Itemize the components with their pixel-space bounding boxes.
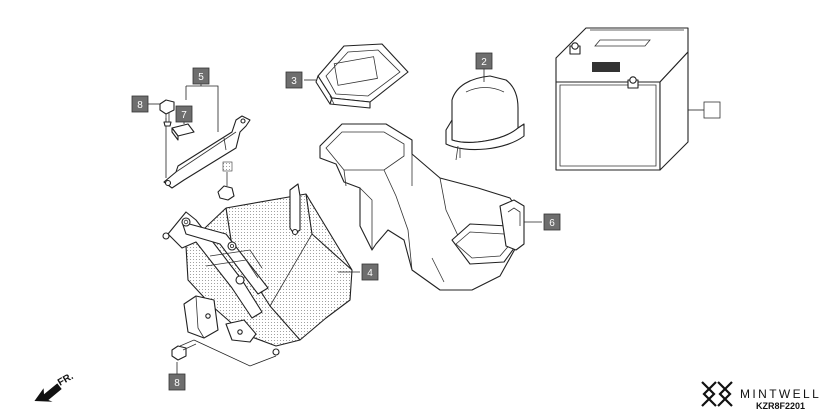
battery bbox=[555, 27, 689, 171]
callout-4[interactable]: 4 bbox=[361, 263, 379, 281]
svg-text:3: 3 bbox=[291, 76, 297, 87]
battery-holder bbox=[319, 123, 525, 291]
brand-logo: MINTWELL bbox=[701, 381, 821, 407]
battery-stay bbox=[163, 115, 251, 189]
front-direction-arrow: FR. bbox=[34, 371, 76, 402]
callout-3[interactable]: 3 bbox=[285, 71, 303, 89]
callout-battery[interactable] bbox=[703, 101, 721, 119]
svg-text:5: 5 bbox=[198, 72, 204, 83]
svg-text:FR.: FR. bbox=[56, 371, 76, 389]
diagram-code: KZR8F2201 bbox=[756, 401, 805, 411]
brand-name: MINTWELL bbox=[740, 387, 821, 401]
svg-text:7: 7 bbox=[181, 110, 187, 121]
callout-8-top[interactable]: 8 bbox=[131, 95, 149, 113]
battery-box bbox=[162, 183, 353, 356]
nut-small bbox=[217, 161, 235, 201]
callout-8-bottom[interactable]: 8 bbox=[168, 373, 186, 391]
svg-text:4: 4 bbox=[367, 268, 373, 279]
rubber-cap bbox=[315, 43, 409, 109]
bolt-bottom bbox=[171, 339, 197, 361]
callout-6[interactable]: 6 bbox=[543, 213, 561, 231]
svg-text:2: 2 bbox=[481, 57, 487, 68]
svg-text:6: 6 bbox=[549, 218, 555, 229]
callout-5[interactable]: 5 bbox=[192, 67, 210, 85]
cushion-pad bbox=[171, 123, 195, 141]
battery-cover bbox=[445, 75, 525, 161]
callout-7[interactable]: 7 bbox=[175, 105, 193, 123]
callout-2[interactable]: 2 bbox=[475, 52, 493, 70]
bolt-top bbox=[159, 99, 175, 127]
svg-text:8: 8 bbox=[137, 100, 143, 111]
svg-text:8: 8 bbox=[174, 378, 180, 389]
